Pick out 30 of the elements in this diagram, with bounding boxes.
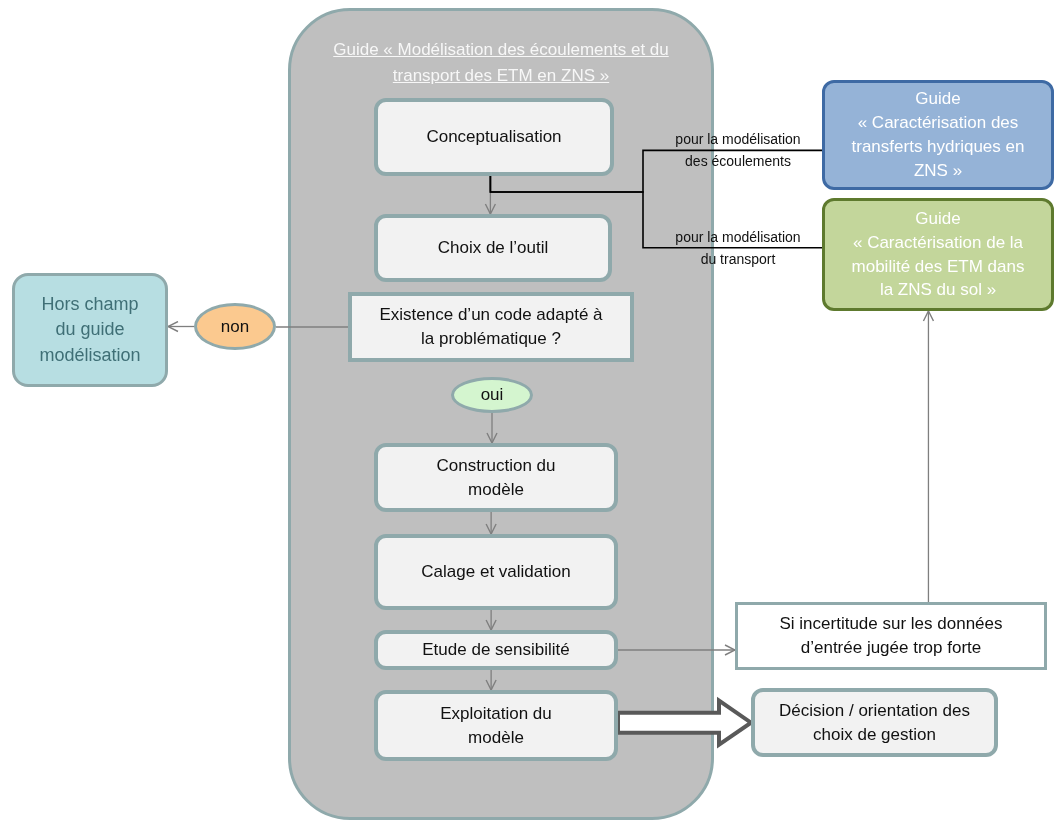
box-heading: Guide — [915, 207, 961, 230]
arrow — [485, 669, 497, 691]
guide-box — [822, 80, 1054, 190]
connector-line — [275, 326, 349, 328]
outcome-box: Hors champ du guide modélisation — [12, 273, 168, 387]
process-box: Exploitation du modèle — [374, 690, 618, 761]
process-box: Choix de l’outil — [374, 214, 612, 282]
box-text: « Caractérisation de la mobilité des ETM dans la ZNS du sol » — [850, 231, 1026, 302]
arrow — [167, 320, 195, 333]
answer-oval: non — [194, 303, 276, 350]
condition-box: Si incertitude sur les données d’entrée jugée trop forte — [735, 602, 1047, 670]
edge-label: pour la modélisation du transport — [674, 228, 802, 269]
edge-label: pour la modélisation des écoulements — [674, 130, 802, 171]
arrow — [617, 644, 736, 656]
box-heading: Guide — [915, 88, 961, 111]
arrow — [485, 609, 497, 631]
arrow — [485, 511, 497, 535]
decision-box: Existence d’un code adapté à la problématique ? — [348, 292, 634, 362]
process-box: Construction du modèle — [374, 443, 618, 512]
answer-oval: oui — [451, 377, 533, 413]
connector-line — [489, 175, 823, 249]
result-box: Décision / orientation des choix de gestion — [751, 688, 998, 757]
process-box: Conceptualisation — [374, 98, 614, 176]
arrow — [922, 310, 935, 603]
process-box: Etude de sensibilité — [374, 630, 618, 670]
panel-title: Guide « Modélisation des écoulements et du transport des ETM en ZNS » — [332, 39, 670, 87]
box-text: « Caractérisation des transferts hydriques en ZNS » — [850, 112, 1026, 182]
arrow — [486, 412, 498, 444]
process-box: Calage et validation — [374, 534, 618, 610]
guide-box — [822, 198, 1054, 311]
